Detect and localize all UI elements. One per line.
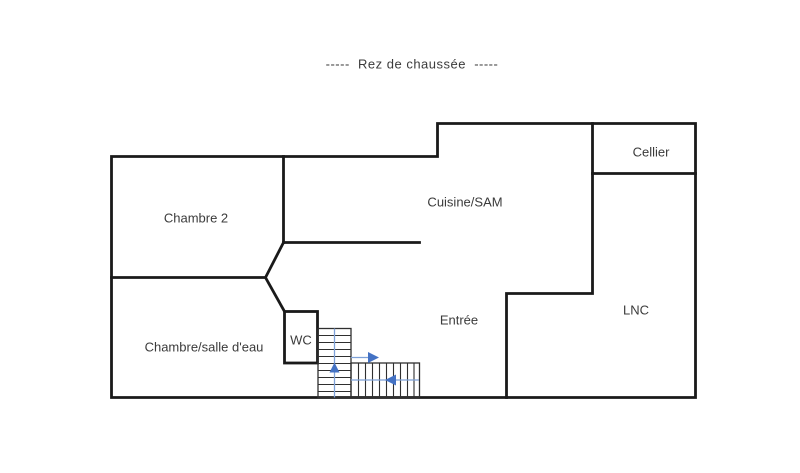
arrow-right-icon xyxy=(368,352,379,363)
room-label-chambre-2: Chambre 2 xyxy=(163,210,229,226)
room-label-wc: WC xyxy=(290,332,312,348)
room-label-entree: Entrée xyxy=(439,312,479,328)
arrow-up-icon xyxy=(329,362,340,373)
arrow-left-icon xyxy=(385,374,396,386)
wall-diagonal-wc xyxy=(263,275,287,314)
room-label-chambre-salle-deau: Chambre/salle d'eau xyxy=(144,339,264,355)
outer-walls xyxy=(110,122,697,399)
staircase xyxy=(317,327,421,399)
room-label-cuisine-sam: Cuisine/SAM xyxy=(427,194,503,210)
wall-chambre2-bottom xyxy=(110,240,286,279)
room-label-lnc: LNC xyxy=(622,302,650,318)
room-label-cellier: Cellier xyxy=(632,144,670,160)
wall-cuisine-lnc xyxy=(505,122,594,399)
plan-title: ----- Rez de chaussée ----- xyxy=(325,56,499,72)
